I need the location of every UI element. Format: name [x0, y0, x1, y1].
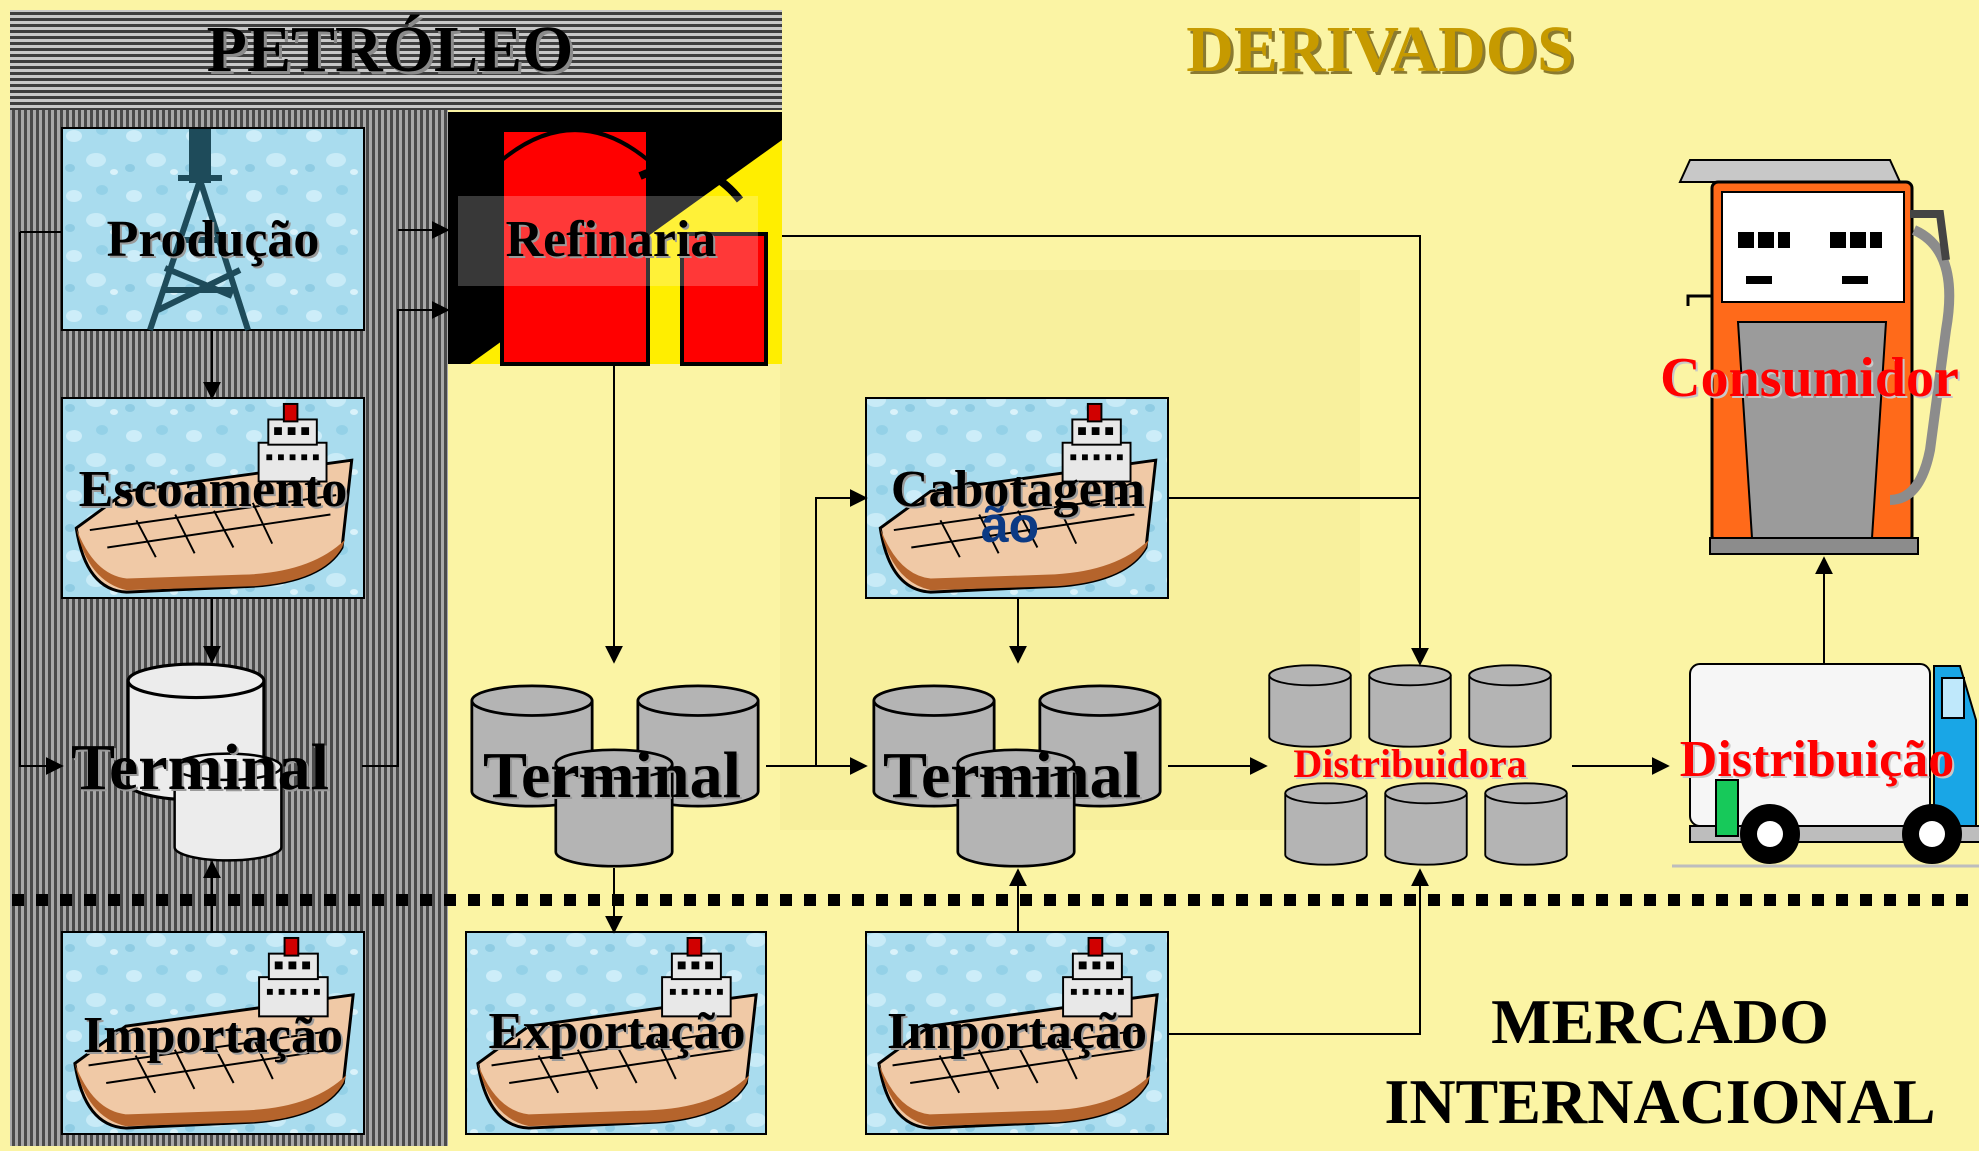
storage-tank-icon	[1268, 664, 1352, 748]
refinery-icon	[448, 112, 782, 366]
importacao-petroleo-label: Importação	[83, 1007, 343, 1064]
escoamento-label: Escoamento	[78, 461, 348, 518]
cabotagem-overlap-text: ão	[980, 497, 1040, 553]
consumidor-label: Consumidor	[1660, 347, 1959, 409]
storage-tank-icon	[1284, 782, 1368, 866]
storage-tank-icon	[1468, 664, 1552, 748]
petroleo-header: PETRÓLEO	[206, 13, 574, 86]
terminal-petroleo-label: Terminal	[71, 731, 329, 804]
fuel-pump-icon	[1678, 159, 1955, 555]
flow-connectors	[19, 221, 1833, 1035]
terminal-refinaria-label: Terminal	[483, 739, 741, 812]
mercado-line-2: INTERNACIONAL	[1384, 1066, 1936, 1137]
importacao-derivados-label: Importação	[887, 1003, 1147, 1060]
refinaria-label: Refinaria	[505, 211, 717, 268]
cabotagem-label: Cabotagem	[890, 461, 1146, 518]
derivados-header: DERIVADOS	[1186, 13, 1574, 86]
producao-label: Produção	[106, 211, 320, 268]
mercado-internacional-label: MERCADO INTERNACIONAL	[1340, 982, 1979, 1142]
tanker-truck-icon	[1672, 663, 1979, 868]
exportacao-label: Exportação	[488, 1003, 746, 1060]
distribuicao-label: Distribuição	[1679, 731, 1955, 788]
storage-tank-icon	[1368, 664, 1452, 748]
distribuidora-label: Distribuidora	[1293, 741, 1527, 786]
storage-tank-icon	[1484, 782, 1568, 866]
storage-tank-icon	[1384, 782, 1468, 866]
terminal-cabotagem-label: Terminal	[883, 739, 1141, 812]
petroleo-header-band	[10, 10, 782, 110]
derivados-header-band	[782, 10, 1979, 110]
mercado-line-1: MERCADO	[1491, 986, 1829, 1057]
oil-derrick-icon	[147, 129, 251, 331]
